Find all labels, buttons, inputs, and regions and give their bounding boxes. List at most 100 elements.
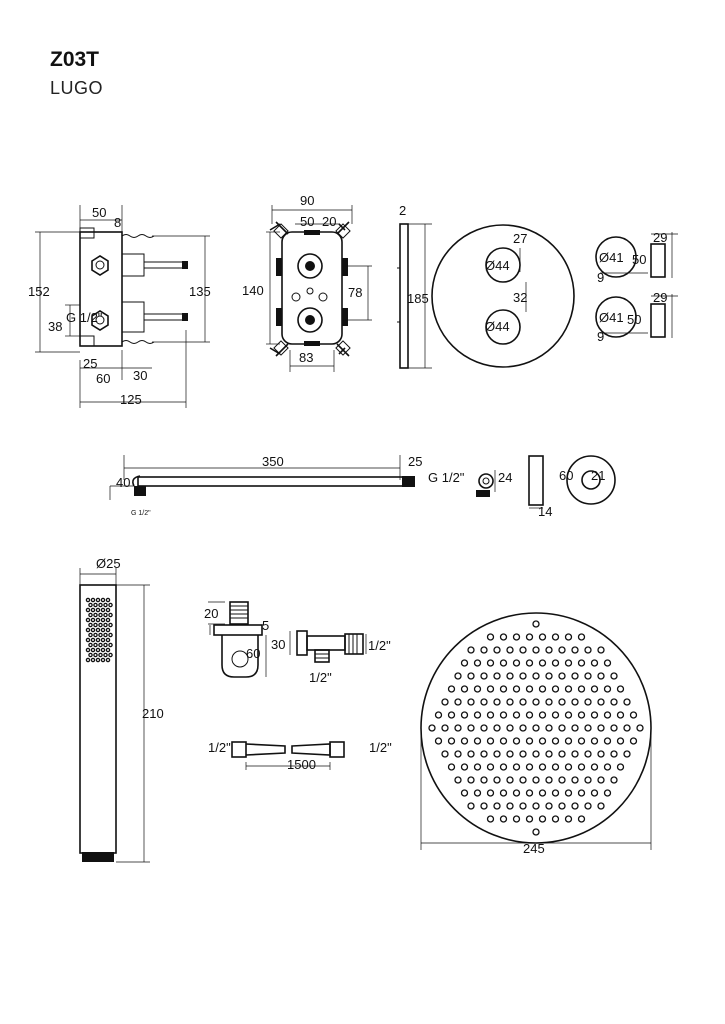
arm-dim-350: 350 bbox=[262, 454, 284, 469]
nozzle-dot bbox=[577, 659, 586, 667]
nozzle-dot bbox=[525, 685, 534, 693]
nozzle-dot bbox=[519, 724, 527, 732]
nozzle-dot bbox=[447, 711, 456, 719]
nozzle-dot bbox=[98, 632, 103, 638]
nozzle-dot bbox=[525, 763, 534, 771]
nozzle-dot bbox=[499, 659, 508, 667]
nozzle-dot bbox=[486, 659, 495, 667]
nozzle-dot bbox=[100, 607, 106, 613]
knob-dim-50b: 50 bbox=[627, 312, 641, 327]
nozzle-dot bbox=[454, 698, 462, 706]
nozzle-dot bbox=[512, 789, 521, 797]
nozzle-dot bbox=[93, 602, 98, 608]
hose-thread-left: 1/2" bbox=[208, 740, 231, 755]
nozzle-dot bbox=[564, 763, 573, 771]
box-dim-60: 60 bbox=[96, 371, 110, 386]
hand-dim-210: 210 bbox=[142, 706, 164, 721]
nozzle-dot bbox=[551, 737, 560, 745]
nozzle-dot bbox=[90, 617, 96, 623]
nozzle-dot bbox=[551, 685, 560, 693]
box-dim-thread: G 1/2" bbox=[66, 310, 103, 325]
nozzle-dot bbox=[603, 737, 612, 745]
nozzle-dot bbox=[85, 617, 91, 623]
nozzle-dot bbox=[564, 659, 573, 667]
nozzle-dot bbox=[473, 789, 482, 797]
nozzle-dot bbox=[603, 789, 612, 797]
nozzle-dot bbox=[571, 750, 579, 758]
nozzle-dot bbox=[610, 724, 618, 732]
nozzle-dot bbox=[584, 776, 592, 784]
nozzle-dot bbox=[551, 763, 560, 771]
knob-dim-9b: 9 bbox=[597, 329, 604, 344]
nozzle-dot bbox=[108, 652, 113, 658]
nozzle-dot bbox=[564, 737, 573, 745]
nozzle-dot bbox=[467, 698, 475, 706]
nozzle-dot bbox=[519, 698, 527, 706]
nozzle-dot bbox=[610, 776, 618, 784]
nozzle-dot bbox=[545, 672, 553, 680]
nozzle-dot bbox=[577, 815, 586, 823]
nozzle-dot bbox=[90, 627, 96, 633]
nozzle-dot bbox=[616, 711, 625, 719]
nozzle-dot bbox=[447, 737, 456, 745]
nozzle-dot bbox=[532, 672, 540, 680]
nozzle-dot bbox=[480, 750, 488, 758]
nozzle-dot bbox=[486, 633, 495, 641]
nozzle-dot bbox=[603, 659, 612, 667]
nozzle-dot bbox=[493, 698, 501, 706]
product-name: LUGO bbox=[50, 78, 104, 98]
nozzle-dot bbox=[584, 750, 592, 758]
nozzle-dot bbox=[85, 627, 91, 633]
nozzle-dot bbox=[460, 659, 469, 667]
holder-dim-60: 60 bbox=[246, 646, 260, 661]
box-dim-30: 30 bbox=[133, 368, 147, 383]
nozzle-dot bbox=[460, 763, 469, 771]
plate-dim-44b: Ø44 bbox=[485, 319, 510, 334]
nozzle-dot bbox=[597, 802, 605, 810]
nozzle-dot bbox=[558, 724, 566, 732]
nozzle-dot bbox=[590, 737, 599, 745]
nozzle-dot bbox=[564, 711, 573, 719]
knob-dim-9a: 9 bbox=[597, 270, 604, 285]
nozzle-dot bbox=[590, 685, 599, 693]
nozzle-dot bbox=[551, 659, 560, 667]
nozzle-dot bbox=[512, 763, 521, 771]
nozzle-dot bbox=[512, 659, 521, 667]
hand-dim-25: Ø25 bbox=[96, 556, 121, 571]
nozzle-dot bbox=[95, 597, 101, 603]
nozzle-dot bbox=[532, 646, 540, 654]
nozzle-dot bbox=[525, 711, 534, 719]
nozzle-dot bbox=[108, 642, 113, 648]
nozzle-dot bbox=[100, 657, 106, 663]
nozzle-dot bbox=[93, 612, 98, 618]
nozzle-dot bbox=[590, 711, 599, 719]
plate-dim-27: 27 bbox=[513, 231, 527, 246]
nozzle-dot bbox=[98, 642, 103, 648]
nozzle-dot bbox=[467, 672, 475, 680]
nozzle-dot bbox=[493, 724, 501, 732]
product-code: Z03T bbox=[50, 48, 100, 71]
nozzle-dot bbox=[473, 737, 482, 745]
nozzle-dot bbox=[493, 750, 501, 758]
nozzle-dot bbox=[603, 763, 612, 771]
knob-dim-50a: 50 bbox=[632, 252, 646, 267]
nozzle-dot bbox=[85, 647, 91, 653]
nozzle-dot bbox=[467, 646, 475, 654]
flange-dim-21: 21 bbox=[591, 468, 605, 483]
front-dim-50: 50 bbox=[300, 214, 314, 229]
nozzle-dot bbox=[597, 698, 605, 706]
box-dim-8: 8 bbox=[114, 215, 121, 230]
front-dim-90: 90 bbox=[300, 193, 314, 208]
nozzle-dot bbox=[512, 711, 521, 719]
nozzle-dot bbox=[506, 724, 514, 732]
nozzle-dot bbox=[105, 647, 111, 653]
nozzle-dot bbox=[519, 802, 527, 810]
nozzle-dot bbox=[447, 685, 456, 693]
nozzle-dot bbox=[499, 763, 508, 771]
nozzle-dot bbox=[558, 672, 566, 680]
nozzle-dot bbox=[590, 659, 599, 667]
nozzle-dot bbox=[551, 789, 560, 797]
flange-dim-14: 14 bbox=[538, 504, 552, 519]
box-dim-50: 50 bbox=[92, 205, 106, 220]
hose-thread-right: 1/2" bbox=[369, 740, 392, 755]
